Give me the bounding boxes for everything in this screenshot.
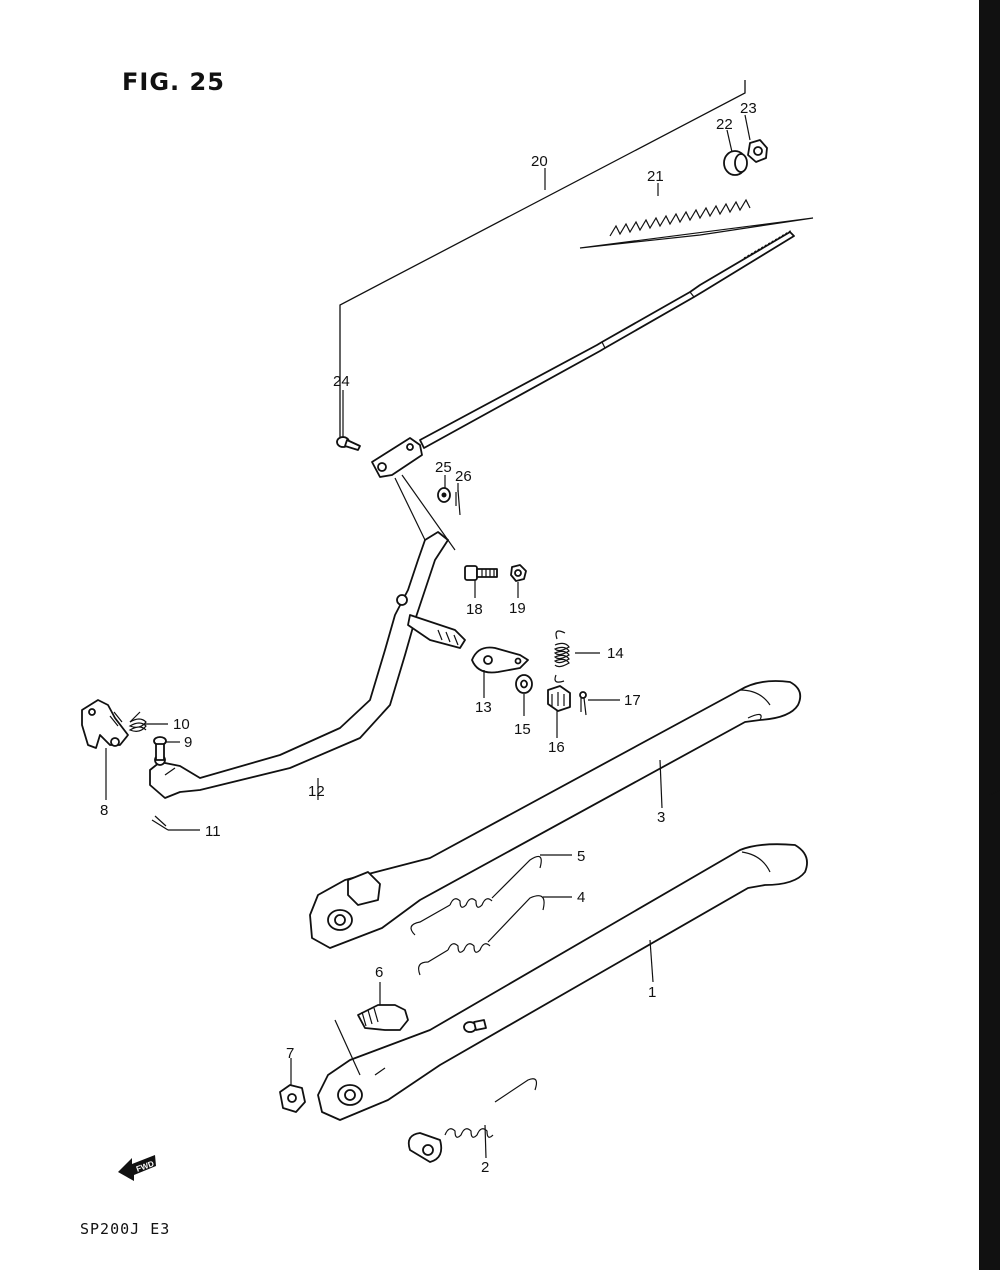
switch-plate <box>471 646 529 674</box>
callout-20: 20 <box>531 153 548 170</box>
callout-6: 6 <box>375 964 383 981</box>
callout-11: 11 <box>205 823 221 840</box>
pedal-bracket <box>81 699 129 749</box>
callout-15: 15 <box>514 721 531 738</box>
return-spring <box>553 630 570 683</box>
brake-pedal <box>149 531 466 799</box>
alignment-wedge <box>579 217 814 249</box>
callout-22: 22 <box>716 116 733 133</box>
edge-mark <box>989 789 1000 796</box>
cotter-pin <box>579 691 587 716</box>
pedal-washer <box>515 674 533 694</box>
pivot-nut <box>279 1084 306 1113</box>
callout-12: 12 <box>308 783 325 800</box>
fwd-label: FWD <box>135 1159 155 1174</box>
side-stand-lower <box>317 843 808 1121</box>
callout-25: 25 <box>435 459 452 476</box>
page-edge-bar <box>979 0 1000 1270</box>
callout-18: 18 <box>466 601 483 618</box>
model-code: SP200J E3 <box>80 1220 171 1238</box>
cable-assembly-bracket <box>339 80 746 440</box>
pedal-cotter-pin <box>151 815 169 831</box>
pivot-bolt <box>357 1004 409 1031</box>
brake-cable <box>371 229 795 478</box>
align-line-bolt <box>334 1019 361 1076</box>
cable-spring <box>609 198 751 237</box>
bracket-spring <box>128 711 147 732</box>
callout-2: 2 <box>481 1159 489 1176</box>
adjuster-nut <box>723 150 748 176</box>
callouts: 1 2 3 4 5 6 7 8 9 10 11 12 13 14 15 16 1… <box>100 100 757 1176</box>
bolt <box>464 565 498 581</box>
figure-title: FIG. 25 <box>122 68 225 96</box>
callout-24: 24 <box>333 373 350 390</box>
leader-lines <box>105 114 751 1159</box>
callout-5: 5 <box>577 848 585 865</box>
lock-nut <box>747 139 768 163</box>
stand-spring-outer <box>410 855 542 936</box>
callout-9: 9 <box>184 734 192 751</box>
castle-nut <box>547 685 571 712</box>
cotter-pin-upper <box>455 489 461 516</box>
fwd-arrow-icon: FWD <box>118 1155 156 1181</box>
callout-19: 19 <box>509 600 526 617</box>
callout-3: 3 <box>657 809 665 826</box>
washer <box>437 487 451 503</box>
callout-17: 17 <box>624 692 641 709</box>
callout-4: 4 <box>577 889 585 906</box>
callout-1: 1 <box>648 984 656 1001</box>
nut <box>510 564 527 582</box>
clevis-pin <box>336 436 361 451</box>
callout-23: 23 <box>740 100 757 117</box>
callout-16: 16 <box>548 739 565 756</box>
stand-spring-2 <box>407 1078 538 1163</box>
callout-13: 13 <box>475 699 492 716</box>
align-line-1 <box>394 477 426 541</box>
side-stand-upper <box>309 680 802 949</box>
callout-8: 8 <box>100 802 108 819</box>
callout-14: 14 <box>607 645 624 662</box>
callout-7: 7 <box>286 1045 294 1062</box>
bracket-bolt <box>153 736 167 761</box>
stand-spring-inner <box>418 895 545 976</box>
callout-21: 21 <box>647 168 664 185</box>
callout-10: 10 <box>173 716 190 733</box>
callout-26: 26 <box>455 468 472 485</box>
